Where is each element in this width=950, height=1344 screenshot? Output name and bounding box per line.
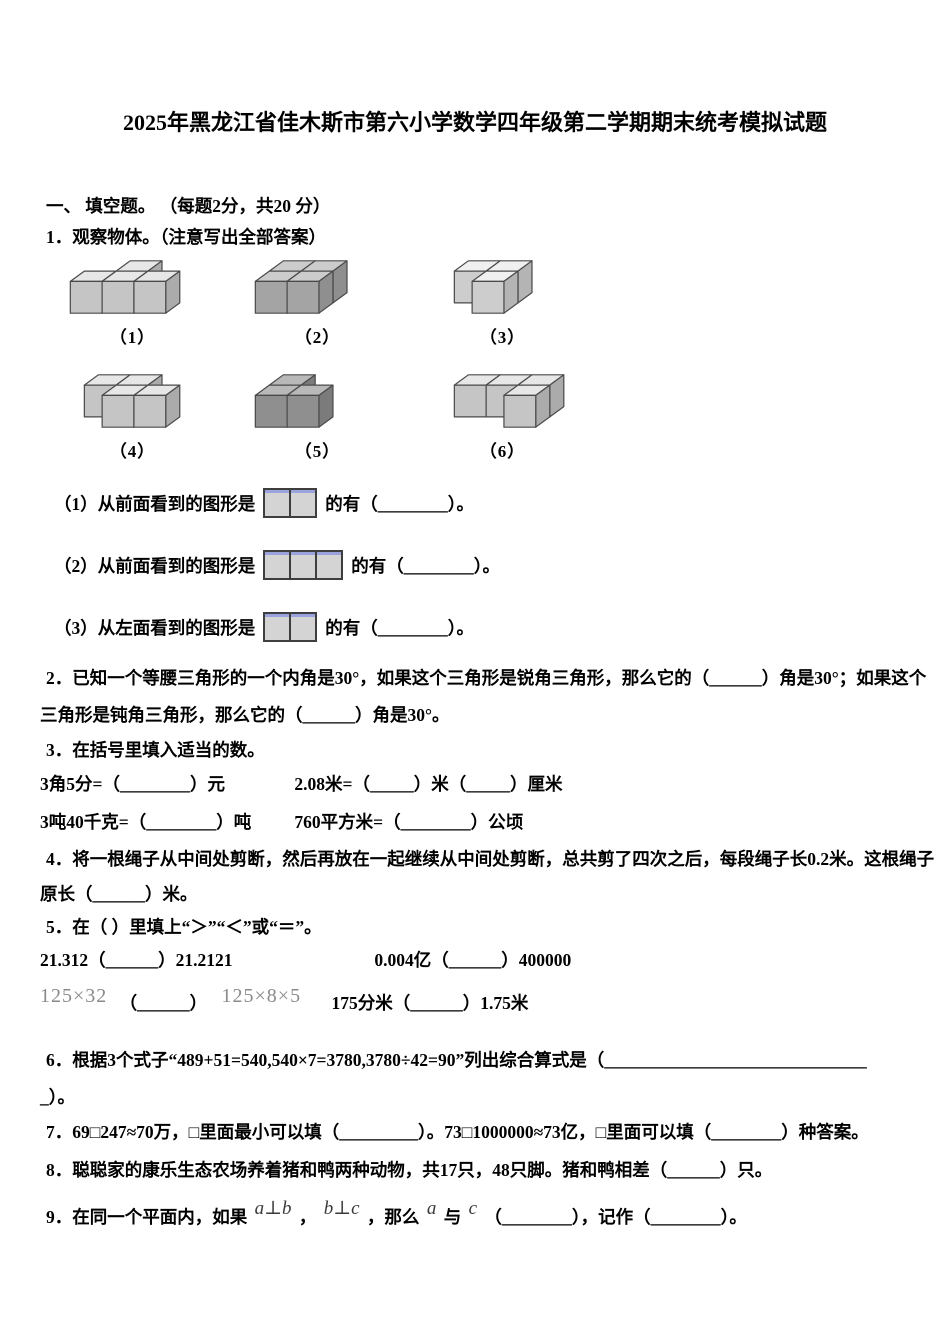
page-title: 2025年黑龙江省佳木斯市第六小学数学四年级第二学期期末统考模拟试题 (122, 110, 827, 135)
question-9-mid: 与 (443, 1207, 462, 1227)
cube-figures-row-1: （1） （2） （3） (40, 258, 910, 348)
cube-figure-label-6: （6） (479, 442, 526, 461)
cube-figure-drawing-3 (453, 260, 533, 314)
cube-figure-2: （2） (225, 258, 410, 348)
cube-figure-drawing-1 (69, 260, 180, 314)
cube-figure-3: （3） (410, 258, 595, 348)
section-heading: 一、 填空题。 （每题2分，共20 分） (46, 196, 331, 216)
question-3-row-2: 3吨40千克=（________）吨 760平方米=（________）公顷 (40, 810, 910, 835)
question-9-separator-1: ， (298, 1207, 317, 1227)
question-3-row-1-right: 2.08米=（_____）米（_____）厘米 (294, 774, 563, 794)
question-9-separator-2: ，那么 (366, 1207, 420, 1227)
view-shape-image-2 (263, 550, 344, 580)
cube-figure-drawing-6 (453, 374, 564, 428)
question-6-line-1: 6．根据3个式子“489+51=540,540×7=3780,3780÷42=9… (46, 1050, 867, 1070)
question-1-sub-2: （2）从前面看到的图形是 的有（________）。 (40, 546, 910, 584)
shape-cell (263, 612, 292, 642)
question-6-line-2: _）。 (40, 1087, 75, 1107)
cube-figure-4: （4） (40, 372, 225, 462)
question-3-stem: 3．在括号里填入适当的数。 (46, 740, 265, 760)
cube-figure-label-1: （1） (109, 328, 156, 347)
question-3-row-2-right: 760平方米=（________）公顷 (294, 812, 524, 832)
question-1-stem: 1．观察物体。（注意写出全部答案） (46, 227, 326, 247)
question-1-sub-3: （3）从左面看到的图形是 的有（________）。 (40, 608, 910, 646)
shape-cell (289, 488, 318, 518)
question-3-row-1-left: 3角5分=（________）元 (40, 774, 225, 794)
question-4-line-2: 原长（______）米。 (40, 884, 198, 904)
shape-cell (263, 550, 292, 580)
question-9-rest: （________），记作（________）。 (484, 1207, 747, 1227)
cube-figure-drawing-2 (254, 260, 348, 314)
shape-cell (289, 550, 318, 580)
sub-2-prefix: （2）从前面看到的图形是 (54, 555, 256, 576)
question-5-row-1-right: 0.004亿（______）400000 (374, 950, 572, 970)
cube-figure-6: （6） (410, 372, 595, 462)
shape-cell (289, 612, 318, 642)
question-4-line-1: 4．将一根绳子从中间处剪断，然后再放在一起继续从中间处剪断，总共剪了四次之后，每… (46, 849, 935, 869)
question-9-math-image-1: a⊥b (254, 1198, 292, 1219)
question-3-row-2-left: 3吨40千克=（________）吨 (40, 812, 252, 832)
question-9-math-image-2: b⊥c (323, 1198, 360, 1219)
view-shape-image-1 (263, 488, 318, 518)
question-5-expression-image-1: 125×32 (40, 985, 108, 1007)
question-5-stem: 5．在（ ）里填上“＞”“＜”或“＝”。 (46, 917, 322, 937)
cube-figure-label-2: （2） (294, 328, 341, 347)
question-1-sub-1: （1）从前面看到的图形是 的有（________）。 (40, 484, 910, 522)
cube-figure-1: （1） (40, 258, 225, 348)
cube-figure-label-5: （5） (294, 442, 341, 461)
cube-figure-label-3: （3） (479, 328, 526, 347)
question-5-row-2: 125×32 （______） 125×8×5 175分米（______）1.7… (40, 981, 910, 1018)
question-5-expression-image-2: 125×8×5 (221, 985, 302, 1007)
question-9-stem: 9．在同一个平面内，如果 a⊥b ， b⊥c ，那么 a 与 c （______… (40, 1193, 910, 1233)
question-5-row-1: 21.312（______）21.2121 0.004亿（______）4000… (40, 948, 910, 973)
sub-3-suffix: 的有（________）。 (325, 617, 474, 638)
cube-figure-label-4: （4） (109, 442, 156, 461)
question-5-row-1-left: 21.312（______）21.2121 (40, 950, 233, 970)
question-9-math-image-3: a (426, 1198, 437, 1219)
question-3-row-1: 3角5分=（________）元 2.08米=（_____）米（_____）厘米 (40, 772, 910, 797)
question-7-stem: 7．69□247≈70万，□里面最小可以填（_________）。73□1000… (46, 1122, 869, 1142)
question-5-row-2-blank: （______） (119, 993, 208, 1013)
view-shape-image-3 (263, 612, 318, 642)
cube-figure-drawing-5 (254, 374, 334, 428)
question-9-math-image-4: c (468, 1198, 477, 1219)
sub-1-suffix: 的有（________）。 (325, 493, 474, 514)
question-5-row-2-rest: 175分米（______）1.75米 (331, 993, 529, 1013)
question-2-line-1: 2．已知一个等腰三角形的一个内角是30°，如果这个三角形是锐角三角形，那么它的（… (46, 668, 927, 688)
sub-2-suffix: 的有（________）。 (351, 555, 500, 576)
sub-3-prefix: （3）从左面看到的图形是 (54, 617, 256, 638)
question-2-line-2: 三角形是钝角三角形，那么它的（______）角是30°。 (40, 705, 450, 725)
question-9-prefix: 9．在同一个平面内，如果 (46, 1207, 248, 1227)
shape-cell (315, 550, 344, 580)
document-body: 2025年黑龙江省佳木斯市第六小学数学四年级第二学期期末统考模拟试题 一、 填空… (40, 110, 935, 1233)
cube-figure-5: （5） (225, 372, 410, 462)
cube-figure-drawing-4 (83, 374, 180, 428)
sub-1-prefix: （1）从前面看到的图形是 (54, 493, 256, 514)
cube-figures-row-2: （4） （5） （6） (40, 372, 910, 462)
shape-cell (263, 488, 292, 518)
question-8-stem: 8．聪聪家的康乐生态农场养着猪和鸭两种动物，共17只，48只脚。猪和鸭相差（__… (46, 1160, 773, 1180)
